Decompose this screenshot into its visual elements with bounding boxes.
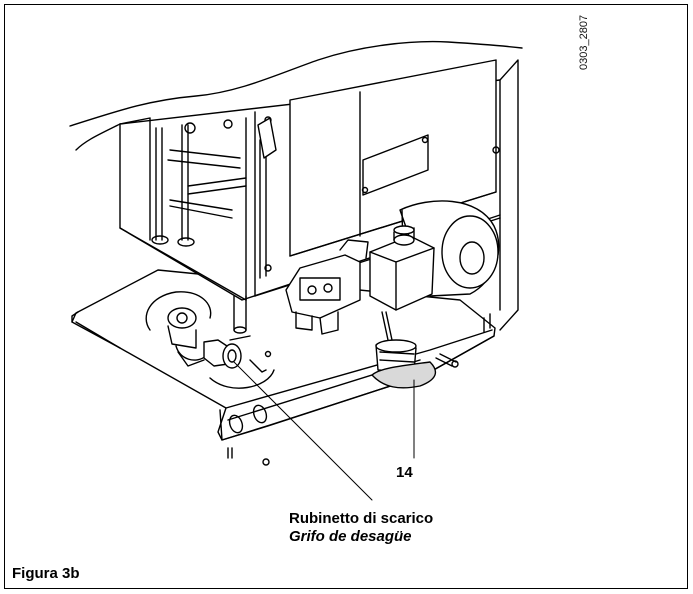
- lower-pipe: [229, 295, 251, 341]
- drawing-code: 0303_2807: [578, 14, 590, 70]
- callout-14-label: 14: [396, 464, 413, 481]
- figure-title: Figura 3b: [12, 565, 80, 582]
- drain-label-italian: Rubinetto di scarico: [289, 510, 434, 527]
- cutaway-left: [75, 123, 121, 151]
- leader-line-drain: [233, 361, 373, 501]
- fan-motor: [369, 200, 500, 311]
- gas-valve: [285, 239, 369, 335]
- drain-tap: [145, 291, 275, 389]
- interior-pipes: [151, 119, 247, 247]
- cutaway-edge: [69, 40, 523, 127]
- drain-label-spanish: Grifo de desagüe: [289, 528, 412, 545]
- siphon-14: [371, 311, 491, 389]
